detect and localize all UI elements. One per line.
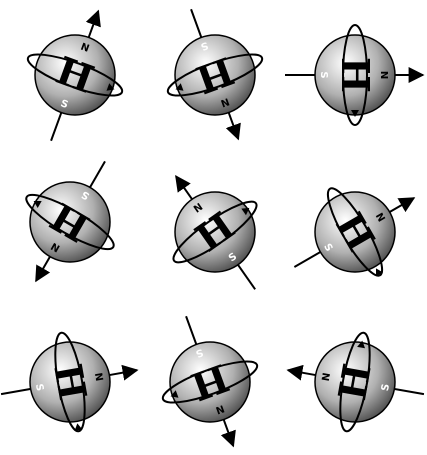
spin-axis-arrow <box>109 370 137 375</box>
spin-axis-arrow <box>229 113 239 139</box>
atom-letter: H <box>333 57 378 93</box>
spin-axis-arrow <box>36 257 50 281</box>
atom-8: HNS <box>159 316 261 446</box>
atom-5: HNS <box>167 176 263 289</box>
spin-axis-arrow <box>390 198 414 212</box>
north-pole-label: N <box>378 71 389 79</box>
south-pole-label: S <box>318 71 329 78</box>
atom-1: HNS <box>24 11 126 141</box>
atom-6: HNS <box>294 183 414 282</box>
spin-axis-arrow <box>176 176 192 199</box>
atom-2: HNS <box>164 9 266 139</box>
spin-axis-arrow <box>288 370 316 375</box>
spin-axis-arrow <box>89 11 99 37</box>
atom-9: HNS <box>288 331 424 434</box>
atom-4: HNS <box>21 161 120 281</box>
spin-axis-arrow <box>224 420 234 446</box>
atom-7: HNS <box>1 331 137 434</box>
